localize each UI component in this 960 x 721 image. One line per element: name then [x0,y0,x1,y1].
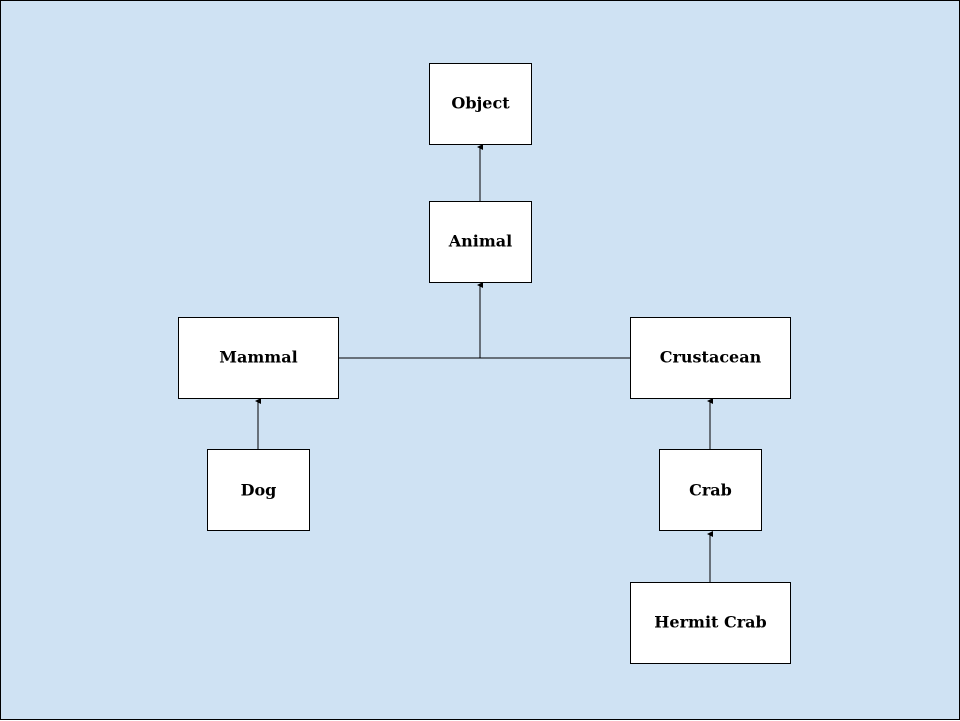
node-crab: Crab [659,449,762,531]
node-animal: Animal [429,201,532,283]
node-hermit-crab-label: Hermit Crab [654,613,766,632]
node-animal-label: Animal [448,232,513,251]
node-mammal-label: Mammal [219,348,297,367]
node-object: Object [429,63,532,145]
node-mammal: Mammal [178,317,339,399]
node-object-label: Object [451,94,510,113]
node-crustacean-label: Crustacean [660,348,762,367]
node-hermit-crab: Hermit Crab [630,582,791,664]
node-crustacean: Crustacean [630,317,791,399]
node-crab-label: Crab [689,481,732,500]
node-dog: Dog [207,449,310,531]
node-dog-label: Dog [241,481,277,500]
